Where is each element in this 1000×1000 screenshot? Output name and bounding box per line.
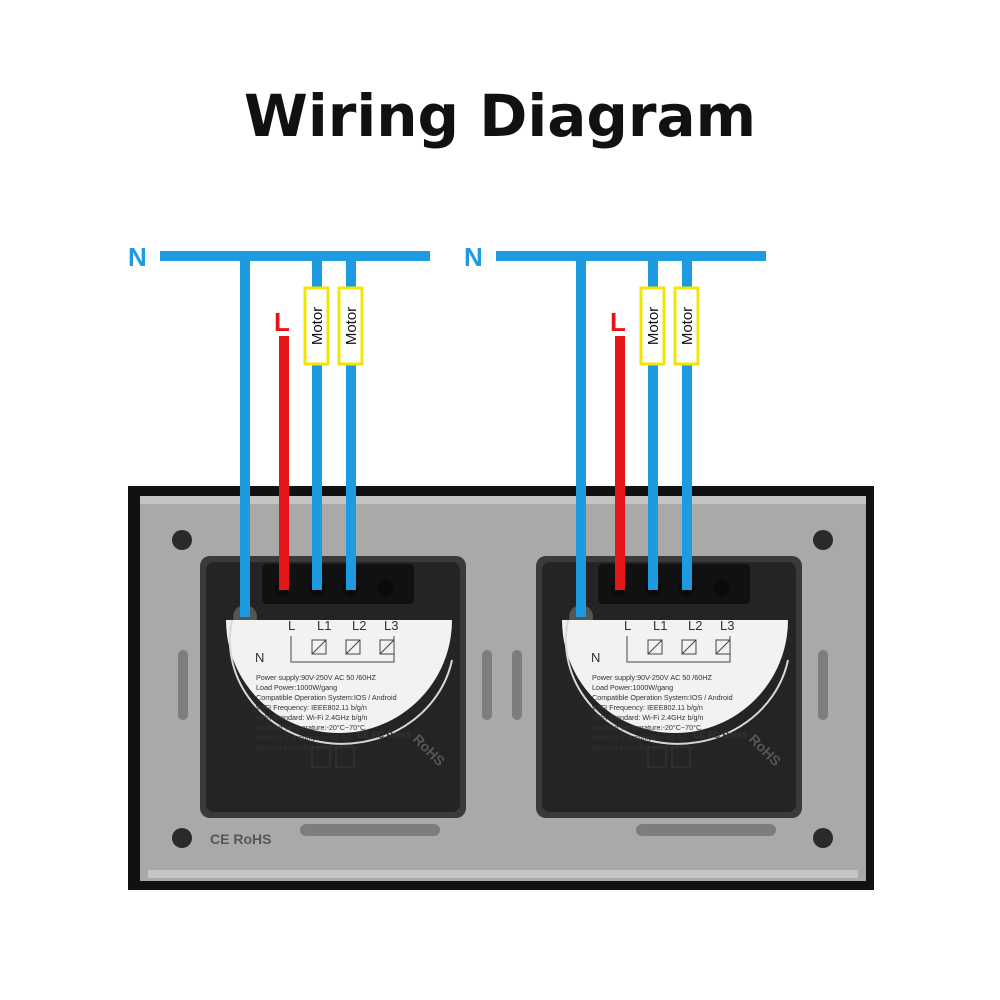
spec-line: Working Humidity: ≤95 % bbox=[256, 743, 337, 752]
side-slot bbox=[512, 650, 522, 720]
screw-hole bbox=[813, 530, 833, 550]
motor-box-1 bbox=[303, 286, 330, 366]
terminal-label: L1 bbox=[653, 618, 667, 633]
neutral-label: N bbox=[464, 242, 483, 272]
diagram-title: Wiring Diagram bbox=[243, 82, 757, 150]
neutral-label: N bbox=[128, 242, 147, 272]
spec-line: Power supply:90V-250V AC 50 /60HZ bbox=[592, 673, 712, 682]
terminal-label: L2 bbox=[688, 618, 702, 633]
terminal-schematic bbox=[626, 636, 731, 663]
spec-line: WIFI Frequency: IEEE802.11 b/g/n bbox=[592, 703, 703, 712]
motor-label: Motor bbox=[343, 307, 360, 345]
terminal-label-n: N bbox=[591, 650, 600, 665]
spec-line: Working Humidity: ≤95 % bbox=[592, 743, 673, 752]
motor-box-2 bbox=[673, 286, 700, 366]
module-icon bbox=[311, 746, 331, 768]
spec-line: WIFI Standard: Wi-Fi 2.4GHz b/g/n bbox=[592, 713, 703, 722]
side-slot bbox=[178, 650, 188, 720]
terminal-hole bbox=[713, 580, 729, 596]
terminal-label: L1 bbox=[317, 618, 331, 633]
motor-label: Motor bbox=[645, 307, 662, 345]
wiring-set-1: Motor Motor N L bbox=[128, 242, 430, 617]
terminal-label-n: N bbox=[255, 650, 264, 665]
terminal-label: L bbox=[288, 618, 295, 633]
module-icon bbox=[647, 746, 667, 768]
terminal-schematic bbox=[290, 636, 395, 663]
spec-line: Load Power:1000W/gang bbox=[592, 683, 673, 692]
terminal-label: L3 bbox=[384, 618, 398, 633]
terminal-label: L2 bbox=[352, 618, 366, 633]
spec-line: Working Temperature:-20°C~70°C bbox=[592, 723, 701, 732]
screw-hole bbox=[813, 828, 833, 848]
terminal-block bbox=[598, 564, 750, 604]
screw-hole bbox=[172, 828, 192, 848]
switch-module-1: L L1 L2 L3 N Power supply:90V-250V AC 50… bbox=[200, 556, 466, 818]
motor-label: Motor bbox=[309, 307, 326, 345]
spec-line: Compatible Operation System:IOS / Androi… bbox=[592, 693, 733, 702]
plate-emboss-text: CE RoHS bbox=[210, 831, 271, 847]
motor-label: Motor bbox=[679, 307, 696, 345]
terminal-label: L bbox=[624, 618, 631, 633]
bottom-slot bbox=[636, 824, 776, 836]
switch-module-2: L L1 L2 L3 N Power supply:90V-250V AC 50… bbox=[536, 556, 802, 818]
cert-marks: CE FC RoHS bbox=[693, 730, 747, 740]
spec-line: WIFI Frequency: IEEE802.11 b/g/n bbox=[256, 703, 367, 712]
panel-bottom-edge bbox=[148, 870, 858, 878]
live-label: L bbox=[274, 307, 290, 337]
wifi-icon bbox=[335, 746, 355, 768]
spec-line: Load Power:1000W/gang bbox=[256, 683, 337, 692]
spec-line: Compatible Operation System:IOS / Androi… bbox=[256, 693, 397, 702]
spec-line: Wireless Consumption:≤0.2W bbox=[256, 733, 351, 742]
motor-box-2 bbox=[337, 286, 364, 366]
side-slot bbox=[482, 650, 492, 720]
screw-hole bbox=[172, 530, 192, 550]
terminal-hole bbox=[377, 580, 393, 596]
wifi-icon bbox=[671, 746, 691, 768]
module-label bbox=[562, 620, 788, 733]
terminal-label: L3 bbox=[720, 618, 734, 633]
spec-line: Working Temperature:-20°C~70°C bbox=[256, 723, 365, 732]
module-label bbox=[226, 620, 452, 733]
panel-top-edge bbox=[140, 496, 866, 504]
spec-line: Wireless Consumption:≤0.2W bbox=[592, 733, 687, 742]
cert-marks: CE FC RoHS bbox=[357, 730, 411, 740]
terminal-block bbox=[262, 564, 414, 604]
bottom-slot bbox=[300, 824, 440, 836]
live-label: L bbox=[610, 307, 626, 337]
motor-box-1 bbox=[639, 286, 666, 366]
side-slot bbox=[818, 650, 828, 720]
spec-line: WIFI Standard: Wi-Fi 2.4GHz b/g/n bbox=[256, 713, 367, 722]
wiring-set-2: Motor Motor N L bbox=[464, 242, 766, 617]
spec-line: Power supply:90V-250V AC 50 /60HZ bbox=[256, 673, 376, 682]
